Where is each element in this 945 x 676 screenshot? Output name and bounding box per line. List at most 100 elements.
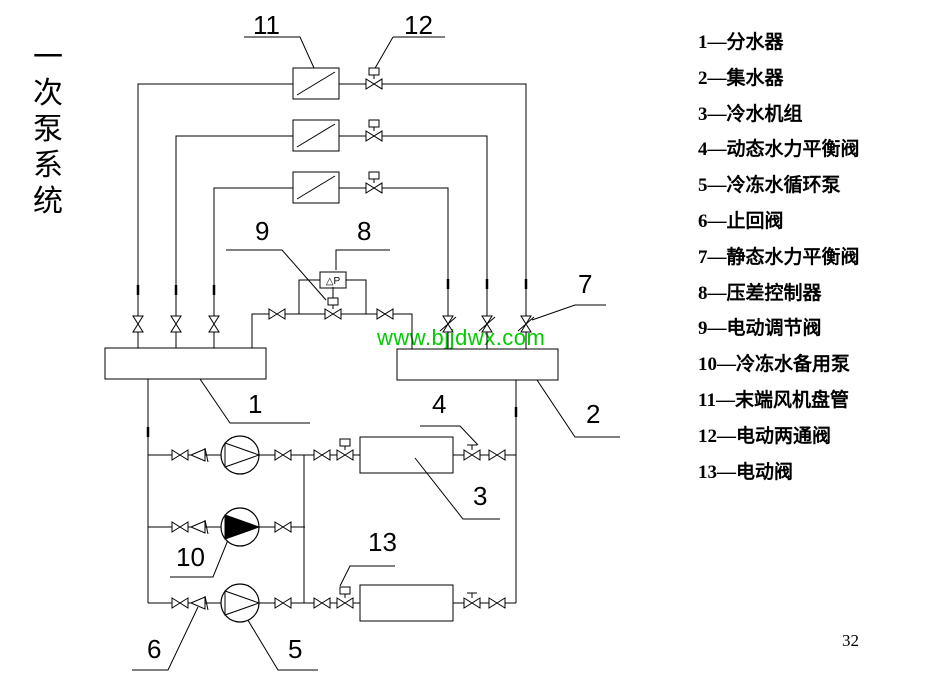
legend-number: 8	[698, 282, 708, 304]
two-way-valve-icon	[365, 119, 383, 142]
valve-body	[171, 597, 189, 609]
pump-casing	[220, 435, 260, 475]
legend-text: 冷水机组	[726, 102, 803, 125]
circulation-pump-icon	[220, 583, 261, 623]
pump-valve-icon	[171, 597, 189, 609]
control-valve-icon	[324, 297, 342, 320]
balancing-mark	[478, 316, 496, 332]
valve-body	[208, 315, 220, 333]
pump-impeller	[224, 590, 261, 616]
watermark: www.bjjdwx.com	[377, 325, 546, 350]
valve-body	[313, 597, 331, 609]
legend-number: 4	[698, 139, 708, 161]
legend-separator: —	[717, 461, 736, 483]
pump-valve-icon	[274, 521, 292, 533]
dynamic-balancing-valve-icon	[463, 592, 481, 609]
valve-body	[365, 182, 383, 194]
valve-body	[365, 78, 383, 90]
legend-number: 13	[698, 461, 717, 483]
actuator-head	[368, 67, 380, 76]
valve-body	[274, 521, 292, 533]
legend-item: 4—动态水力平衡阀	[698, 132, 860, 168]
legend-text: 冷冻水循环泵	[726, 174, 841, 197]
label-9: 9	[255, 216, 269, 246]
page-title: 一次泵系统	[33, 40, 63, 219]
supply-valve-icon	[170, 315, 182, 333]
label-7: 7	[578, 269, 592, 299]
legend-text: 电动阀	[736, 460, 794, 483]
valve-body	[376, 308, 394, 320]
valve-body	[274, 449, 292, 461]
chiller-valve-icon	[488, 449, 506, 461]
chiller-valve-icon	[313, 597, 331, 609]
legend-number: 2	[698, 67, 708, 89]
actuator-head	[368, 119, 380, 128]
bypass-valve-icon	[268, 308, 286, 320]
flow-arrows	[136, 279, 528, 437]
label-5: 5	[288, 634, 302, 664]
valve-body	[171, 521, 189, 533]
check-valve-flap	[204, 519, 209, 535]
label-13: 13	[368, 527, 397, 557]
legend-text: 集水器	[726, 66, 784, 89]
supply-valve-icon	[132, 315, 144, 333]
legend-text: 电动调节阀	[726, 317, 822, 340]
chiller-valve-icon	[488, 597, 506, 609]
chiller-3	[359, 436, 454, 474]
legend-number: 11	[698, 389, 716, 411]
dp-symbol: △P	[326, 276, 341, 287]
legend-number: 5	[698, 175, 708, 197]
label-11: 11	[253, 10, 280, 40]
pump-impeller	[224, 442, 261, 468]
two-way-valve-icon	[365, 67, 383, 90]
legend-number: 7	[698, 246, 708, 268]
actuator-head	[339, 586, 351, 595]
standby-pump-icon	[220, 507, 261, 547]
valve-body	[336, 449, 354, 461]
legend-separator: —	[707, 282, 727, 304]
legend-item: 8—压差控制器	[698, 276, 860, 312]
legend-item: 3—冷水机组	[698, 97, 860, 133]
legend-item: 13—电动阀	[698, 455, 860, 491]
balancing-mark	[439, 316, 457, 332]
motorized-valve-icon	[336, 586, 354, 609]
valves	[132, 67, 535, 611]
legend-item: 6—止回阀	[698, 204, 860, 240]
fan-coil-unit-11	[292, 67, 340, 100]
legend-separator: —	[707, 67, 727, 89]
legend-number: 9	[698, 318, 708, 340]
dynamic-balancing-valve-icon	[463, 444, 481, 461]
legend-text: 静态水力平衡阀	[726, 245, 860, 268]
valve-body	[488, 449, 506, 461]
legend-item: 11—末端风机盘管	[698, 383, 860, 419]
page-number: 32	[842, 631, 859, 650]
piping: △P	[104, 36, 620, 671]
label-3: 3	[473, 481, 487, 511]
legend-separator: —	[707, 32, 727, 53]
pump-impeller	[224, 514, 261, 540]
pumps	[220, 435, 261, 623]
valve-body	[365, 130, 383, 142]
pump-valve-icon	[274, 597, 292, 609]
balancing-valve-icon	[439, 315, 457, 333]
label-2: 2	[586, 399, 600, 429]
valve-body	[463, 597, 481, 609]
pump-valve-icon	[274, 449, 292, 461]
bypass-valve-icon	[376, 308, 394, 320]
label-1: 1	[248, 389, 262, 419]
legend-number: 10	[698, 354, 717, 376]
label-12: 12	[404, 10, 433, 40]
valve-body	[463, 449, 481, 461]
chiller-3b	[359, 584, 454, 622]
legend-separator: —	[707, 175, 727, 197]
label-4: 4	[432, 389, 446, 419]
check-valve-icon	[189, 519, 209, 535]
check-valve-flap	[204, 595, 209, 611]
balancing-mark	[517, 316, 535, 332]
legend-item: 2—集水器	[698, 61, 860, 97]
check-valve-body	[189, 596, 206, 610]
legend-text: 冷冻水备用泵	[736, 353, 851, 376]
valve-body	[324, 308, 342, 320]
balancing-valve-icon	[517, 315, 535, 333]
water-distributor-1	[104, 347, 267, 380]
